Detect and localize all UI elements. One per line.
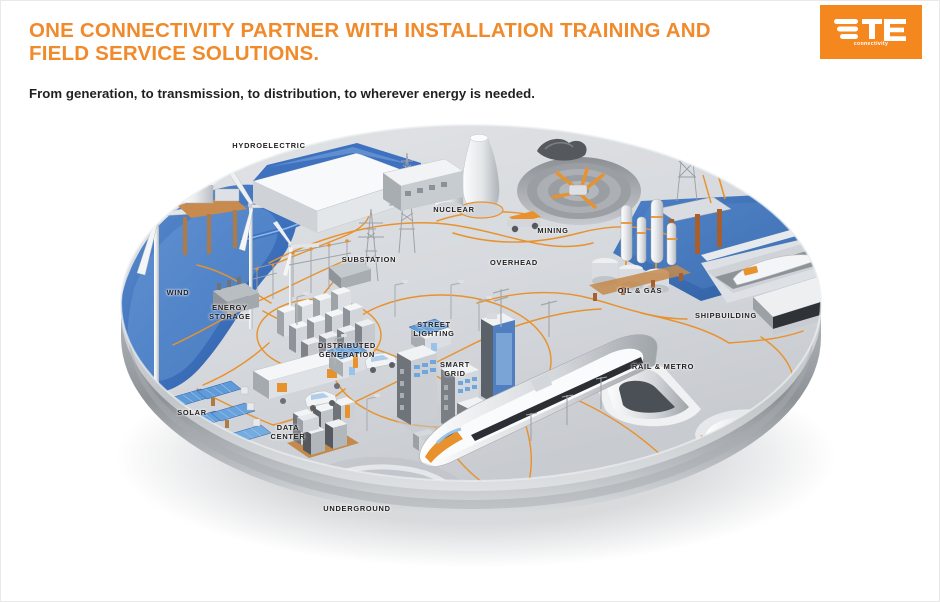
mining-site <box>507 138 641 233</box>
nuclear-plant <box>382 134 504 219</box>
logo-tagline: connectivity <box>853 41 889 47</box>
street-lights <box>296 282 489 431</box>
energy-ecosystem-illustration: HYDROELECTRIC WIND ENERGY STORAGE SOLAR … <box>1 113 939 593</box>
battery-container-trailer <box>252 348 350 404</box>
overhead-lines <box>492 288 558 337</box>
mining-truck <box>507 211 541 233</box>
page-title: ONE CONNECTIVITY PARTNER WITH INSTALLATI… <box>29 19 711 65</box>
solar-junction-boxes <box>240 386 261 427</box>
platform-rim <box>120 124 822 482</box>
substation <box>213 239 371 315</box>
page-subtitle: From generation, to transmission, to dis… <box>29 86 535 101</box>
platform-base <box>121 303 821 515</box>
isometric-scene-svg <box>116 124 836 568</box>
street-light-heads <box>303 280 492 397</box>
te-connectivity-logo: connectivity <box>820 5 922 59</box>
vehicle-car <box>304 390 338 411</box>
shipbuilding-yard <box>701 227 821 335</box>
te-logo-mark-icon <box>834 19 906 41</box>
vehicle-ev <box>364 352 398 373</box>
oil-and-gas-refinery <box>589 141 732 301</box>
smart-grid-city <box>391 313 541 447</box>
header: ONE CONNECTIVITY PARTNER WITH INSTALLATI… <box>1 1 939 121</box>
